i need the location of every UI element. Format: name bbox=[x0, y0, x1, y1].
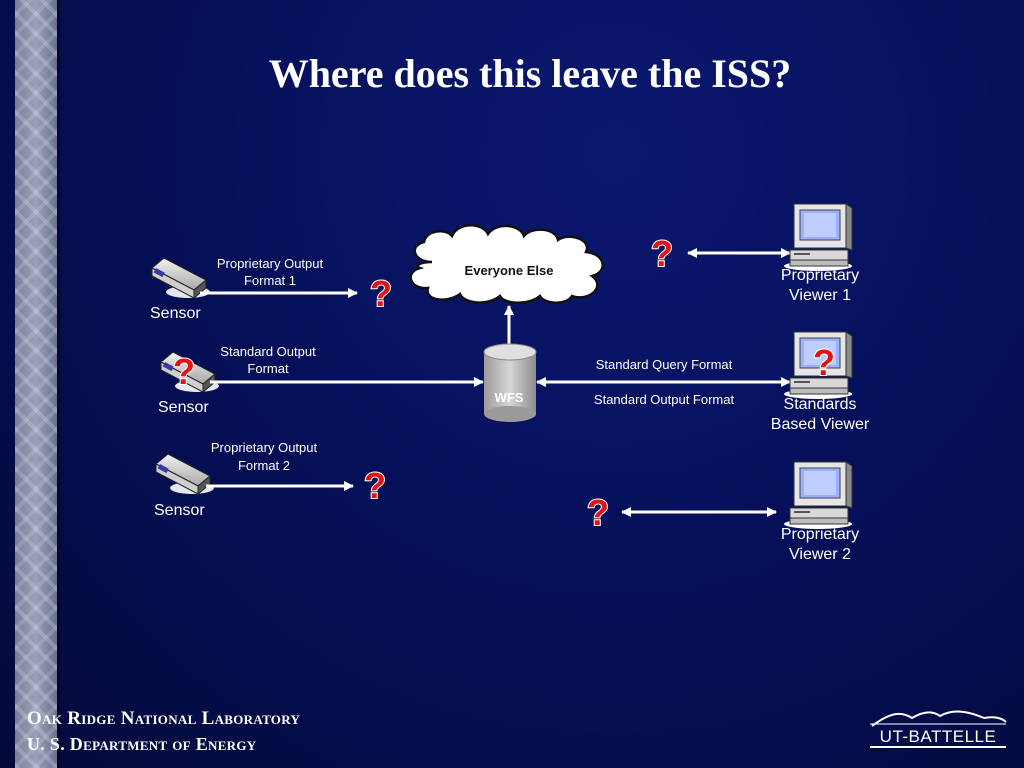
question-mark-icon: ? bbox=[173, 351, 195, 392]
viewer-label: Viewer 1 bbox=[789, 287, 851, 304]
question-mark-icon: ? bbox=[651, 233, 673, 274]
sensor-output-label: Format bbox=[247, 361, 289, 376]
sensor-output-label: Format 1 bbox=[244, 273, 296, 288]
link-label: Standard Output Format bbox=[594, 392, 735, 407]
viewer-label: Standards bbox=[784, 396, 857, 413]
slide-title: Where does this leave the ISS? bbox=[268, 51, 792, 96]
sensor-output-label: Format 2 bbox=[238, 458, 290, 473]
footer-department: U. S. Department of Energy bbox=[27, 734, 257, 754]
viewer-label: Based Viewer bbox=[771, 416, 870, 433]
sensor-output-label: Standard Output bbox=[220, 344, 316, 359]
sensor-label: Sensor bbox=[158, 399, 209, 416]
link-label: Standard Query Format bbox=[596, 357, 733, 372]
monitor-icon bbox=[783, 203, 853, 272]
sensor-label: Sensor bbox=[150, 305, 201, 322]
question-mark-icon: ? bbox=[587, 492, 609, 533]
ut-battelle-logo-icon bbox=[870, 710, 1007, 748]
question-mark-icon: ? bbox=[364, 465, 386, 506]
sensor-output-label: Proprietary Output bbox=[217, 256, 324, 271]
viewer-label: Proprietary bbox=[781, 526, 859, 543]
viewer-label: Proprietary bbox=[781, 267, 859, 284]
cloud-shape bbox=[409, 224, 604, 304]
decorative-side-stripe bbox=[15, 0, 61, 768]
logo-text: UT-BATTELLE bbox=[879, 727, 997, 746]
monitor-icon bbox=[783, 461, 853, 530]
sensor-label: Sensor bbox=[154, 502, 205, 519]
wfs-database-icon bbox=[483, 343, 537, 422]
question-mark-icon: ? bbox=[813, 342, 835, 383]
sensor-icon bbox=[155, 453, 215, 495]
viewer-label: Viewer 2 bbox=[789, 546, 851, 563]
wfs-label: WFS bbox=[495, 390, 524, 405]
cloud-label: Everyone Else bbox=[465, 263, 554, 278]
footer-org-name: Oak Ridge National Laboratory bbox=[27, 708, 301, 729]
question-mark-icon: ? bbox=[370, 273, 392, 314]
sensor-output-label: Proprietary Output bbox=[211, 440, 318, 455]
